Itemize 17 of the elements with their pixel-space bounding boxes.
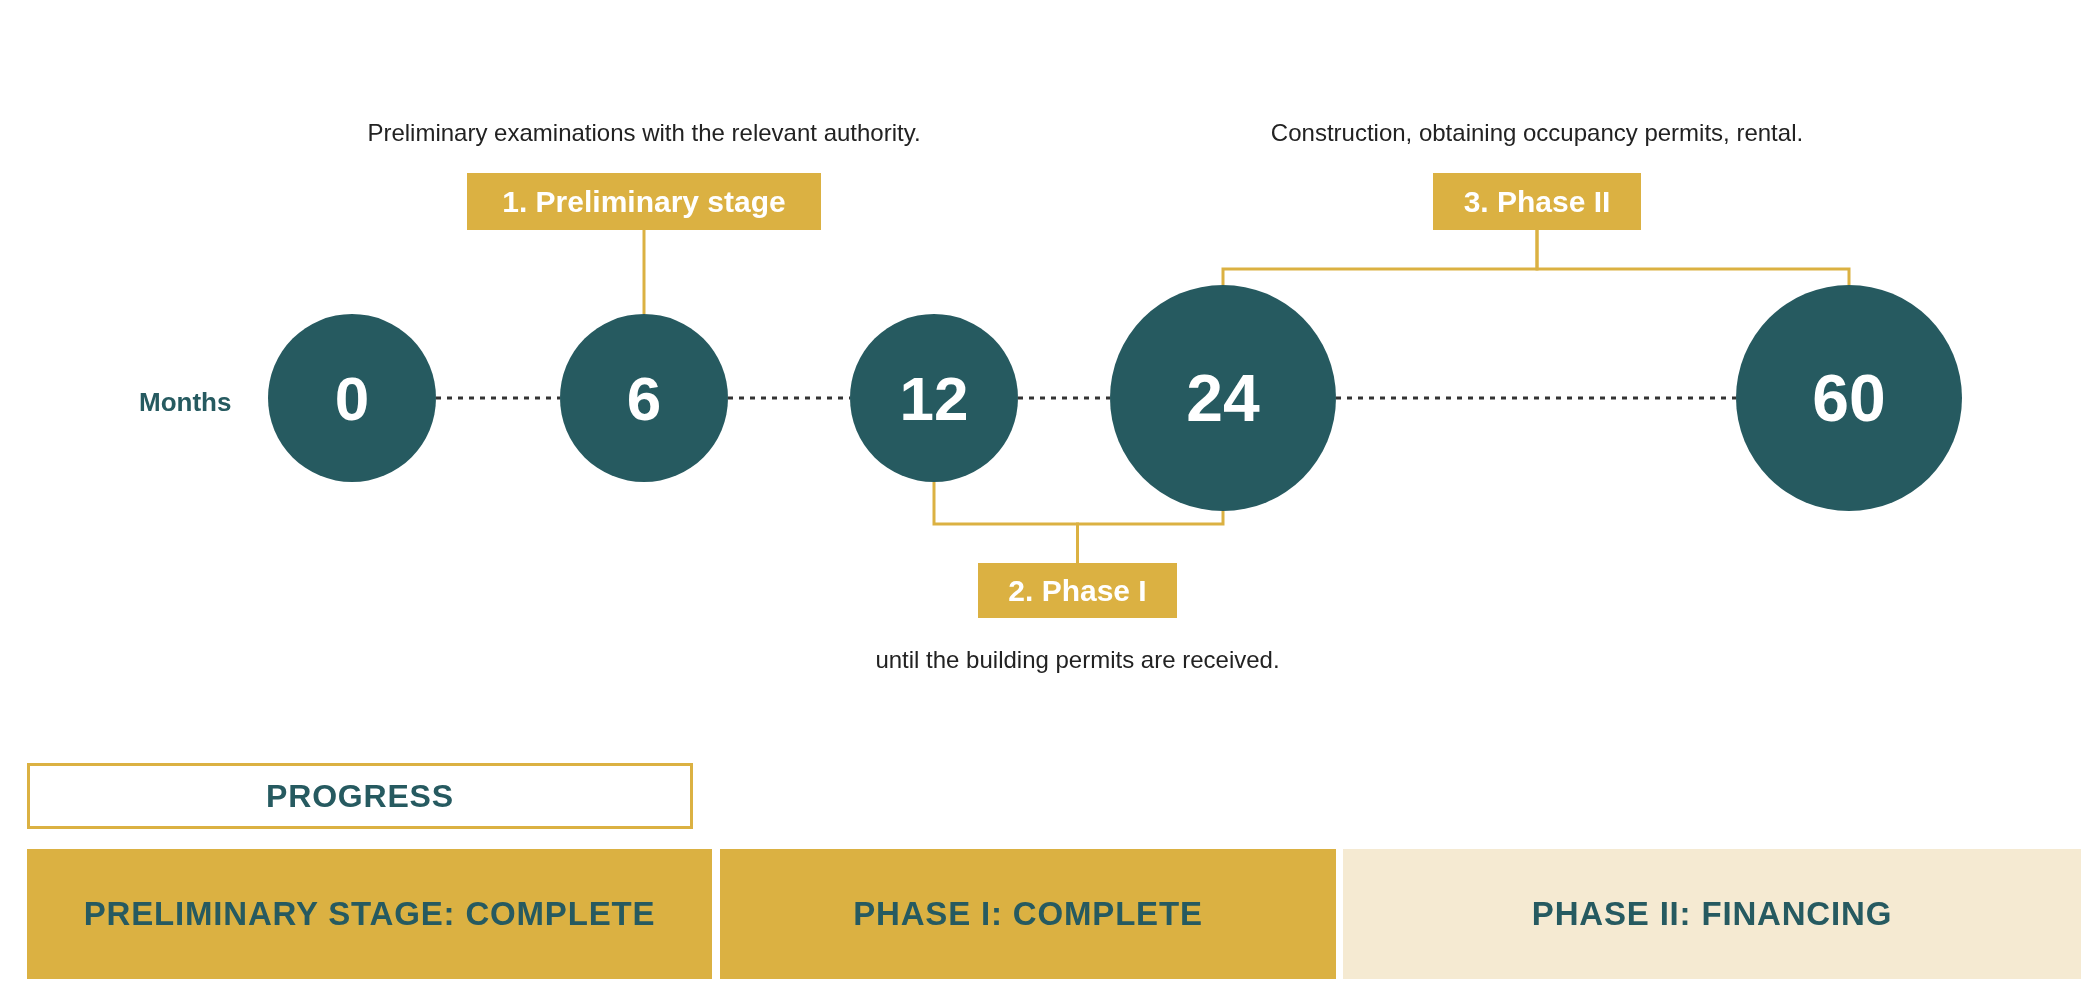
dotted-connector (1336, 396, 1736, 400)
stage-tag: 2. Phase I (978, 563, 1177, 618)
progress-bar-segment: PRELIMINARY STAGE: COMPLETE (27, 849, 712, 979)
dotted-connector (436, 396, 560, 400)
axis-label: Months (139, 386, 232, 419)
progress-bar-segment: PHASE I: COMPLETE (720, 849, 1336, 979)
progress-bar-segment: PHASE II: FINANCING (1343, 849, 2081, 979)
stage-tag: 3. Phase II (1433, 173, 1641, 230)
stage-description: Construction, obtaining occupancy permits, rental. (1270, 118, 1804, 148)
stage-description: until the building permits are received. (875, 645, 1280, 675)
bracket-line (1076, 511, 1225, 563)
stage-description: Preliminary examinations with the relevant authority. (367, 118, 921, 148)
bracket-line (1535, 230, 1851, 285)
stage-tag: 1. Preliminary stage (467, 173, 821, 230)
dotted-connector (1018, 396, 1110, 400)
bracket-line (642, 230, 646, 314)
section-heading-box: PROGRESS (27, 763, 693, 829)
